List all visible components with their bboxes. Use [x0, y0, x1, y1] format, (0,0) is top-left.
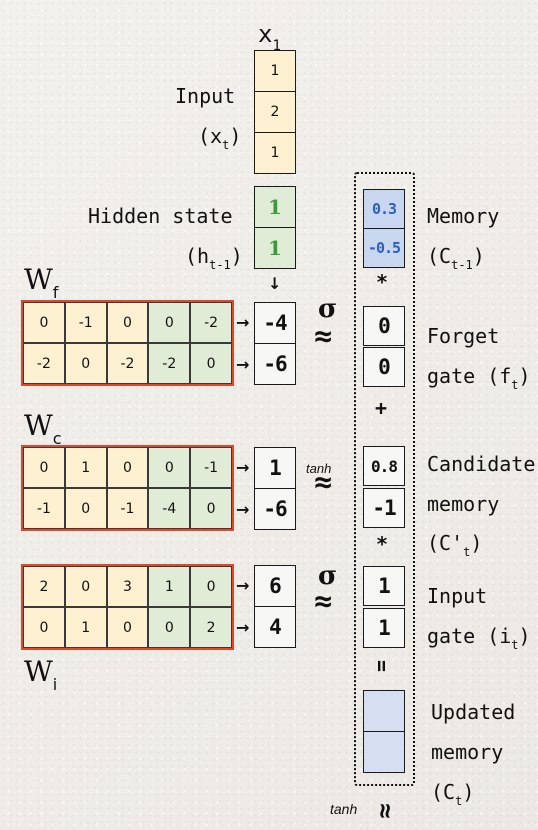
forget-gate-label-symbol: gate (ft) — [427, 364, 531, 392]
forget-gate-cell: 0 — [363, 306, 405, 346]
equals-operator: = — [370, 659, 395, 673]
matrix-cell: -2 — [190, 302, 232, 343]
right-arrow-icon: → — [236, 458, 250, 477]
matrix-cell: 0 — [23, 302, 65, 343]
matrix-cell: 1 — [148, 566, 191, 607]
hidden-state-label-symbol: (ht-1) — [185, 244, 243, 272]
matrix-cell: 0 — [106, 607, 149, 648]
memory-label: Memory — [427, 204, 500, 228]
forget-gate-cell: 0 — [363, 347, 405, 387]
weight-matrix-input: 2 0 3 1 0 0 1 0 0 2 — [21, 564, 234, 650]
weight-label-input: Wi — [24, 655, 58, 694]
hidden-state-cell: 1 — [254, 186, 296, 228]
forget-output-cell: -4 — [254, 302, 296, 344]
input-label: Input — [175, 84, 236, 108]
weight-matrix-candidate: 0 1 0 0 -1 -1 0 -1 -4 0 — [21, 445, 234, 531]
matrix-cell: 0 — [64, 488, 107, 529]
matrix-cell: -1 — [106, 488, 149, 529]
cell-state-column — [354, 172, 415, 786]
down-arrow-icon: ↓ — [268, 274, 282, 293]
matrix-cell: 0 — [190, 343, 232, 384]
tanh-label: tanh — [306, 461, 332, 476]
hidden-state-label: Hidden state — [88, 204, 233, 228]
input-gate-cell: 1 — [363, 566, 405, 606]
matrix-cell: -2 — [106, 343, 149, 384]
input-gate-cell: 1 — [363, 608, 405, 648]
input-title: x1 — [258, 20, 281, 54]
matrix-cell: 0 — [190, 488, 232, 529]
candidate-memory-label: Candidate — [427, 452, 536, 476]
input-gate-label-symbol: gate (it) — [427, 624, 531, 652]
matrix-cell: 2 — [23, 566, 65, 607]
multiply-operator: * — [376, 270, 389, 294]
matrix-cell: -1 — [23, 488, 65, 529]
memory-cell: 0.3 — [363, 189, 405, 229]
weight-matrix-forget: 0 -1 0 0 -2 -2 0 -2 -2 0 — [21, 300, 234, 386]
approx-symbol: ≈ — [314, 584, 333, 619]
input-cell: 2 — [254, 91, 296, 133]
candidate-output-cell: 1 — [254, 447, 296, 489]
plus-operator: + — [375, 396, 388, 420]
matrix-cell: 0 — [106, 302, 149, 343]
input-cell: 1 — [254, 50, 296, 92]
matrix-cell: -2 — [23, 343, 65, 384]
right-arrow-icon: → — [236, 500, 250, 519]
forget-output-cell: -6 — [254, 343, 296, 385]
memory-label-symbol: (Ct-1) — [427, 244, 485, 272]
input-gate-output-cell: 6 — [254, 565, 296, 607]
memory-cell: -0.5 — [363, 228, 405, 268]
matrix-cell: -1 — [64, 302, 107, 343]
matrix-cell: 0 — [190, 566, 232, 607]
matrix-cell: 2 — [190, 607, 232, 648]
candidate-output-cell: -6 — [254, 488, 296, 530]
sigma-symbol: σ — [318, 294, 338, 324]
approx-symbol: ≈ — [314, 319, 333, 354]
approx-symbol: ≈ — [314, 465, 333, 500]
matrix-cell: 0 — [23, 607, 65, 648]
matrix-cell: 0 — [148, 607, 191, 648]
right-arrow-icon: → — [236, 313, 250, 332]
matrix-cell: 1 — [64, 607, 107, 648]
candidate-memory-label-2: memory — [427, 492, 500, 516]
matrix-cell: -1 — [190, 447, 232, 488]
weight-label-forget: Wf — [24, 263, 59, 302]
matrix-cell: 3 — [106, 566, 149, 607]
matrix-cell: 0 — [64, 343, 107, 384]
hidden-state-cell: 1 — [254, 227, 296, 269]
matrix-cell: 0 — [106, 447, 149, 488]
input-cell: 1 — [254, 132, 296, 174]
input-gate-output-cell: 4 — [254, 606, 296, 648]
approx-symbol: ≈ — [369, 803, 400, 819]
matrix-cell: 0 — [148, 302, 191, 343]
updated-memory-cell — [363, 690, 405, 732]
matrix-cell: 1 — [64, 447, 107, 488]
matrix-cell: 0 — [23, 447, 65, 488]
multiply-operator: * — [376, 532, 389, 556]
candidate-memory-cell: 0.8 — [363, 446, 405, 486]
candidate-memory-cell: -1 — [363, 488, 405, 528]
forget-gate-label: Forget — [427, 324, 500, 348]
matrix-cell: -4 — [148, 488, 191, 529]
tanh-label: tanh — [330, 801, 358, 817]
updated-memory-label: Updated — [431, 700, 516, 724]
input-gate-label: Input — [427, 584, 488, 608]
matrix-cell: -2 — [148, 343, 191, 384]
matrix-cell: 0 — [148, 447, 191, 488]
candidate-memory-label-symbol: (C't) — [427, 531, 483, 559]
sigma-symbol: σ — [318, 561, 338, 591]
matrix-cell: 0 — [64, 566, 107, 607]
right-arrow-icon: → — [236, 355, 250, 374]
right-arrow-icon: → — [236, 576, 250, 595]
weight-label-candidate: Wc — [24, 409, 62, 448]
updated-memory-label-symbol: (Ct) — [431, 780, 475, 808]
input-label-symbol: (xt) — [198, 124, 242, 152]
updated-memory-cell — [363, 731, 405, 773]
updated-memory-label-2: memory — [431, 740, 504, 764]
right-arrow-icon: → — [236, 618, 250, 637]
